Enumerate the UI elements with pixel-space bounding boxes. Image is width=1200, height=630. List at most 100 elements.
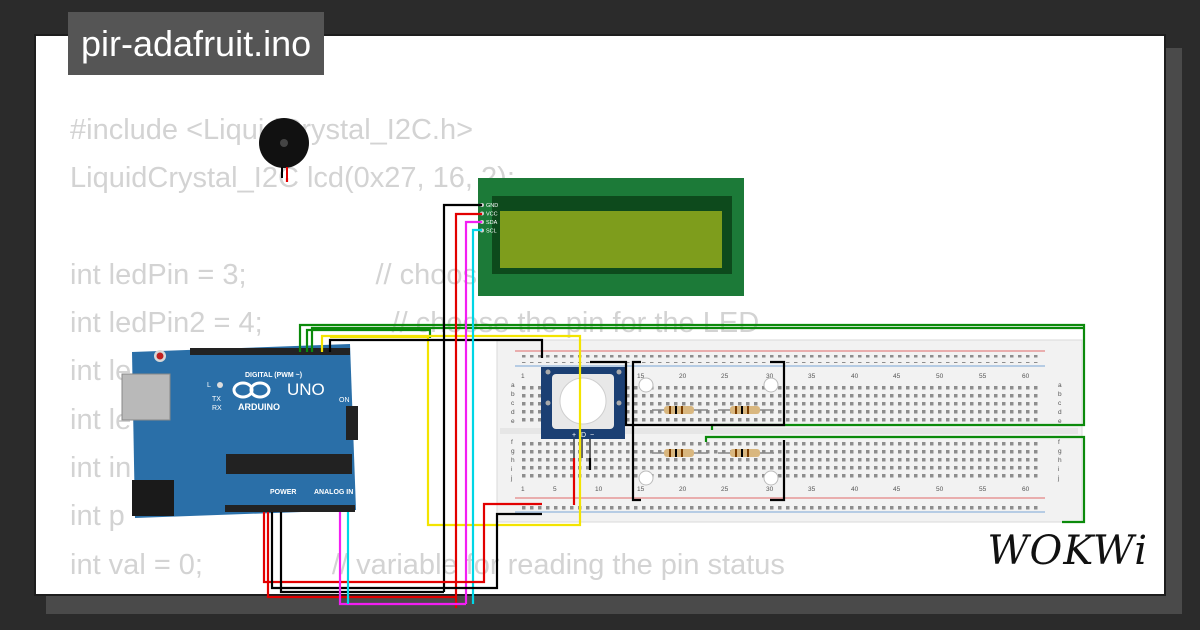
rail-holes-top — [520, 355, 1040, 363]
led[interactable] — [638, 470, 654, 486]
led-group[interactable] — [638, 377, 779, 486]
resistor[interactable] — [718, 449, 774, 457]
lcd-pin-label: SDA — [486, 220, 498, 226]
row-label: i — [511, 466, 512, 473]
column-number-top: 60 — [1022, 373, 1030, 380]
row-label: g — [1058, 448, 1062, 455]
column-number-bottom: 15 — [637, 486, 645, 493]
column-number-bottom: 45 — [893, 486, 901, 493]
row-label: b — [1058, 391, 1062, 398]
rail-holes-bottom — [520, 502, 1040, 510]
wire-a4-sda — [338, 512, 466, 606]
row-label: a — [511, 382, 515, 389]
usb-port — [121, 373, 171, 421]
wires — [262, 178, 1086, 608]
column-number-top: 15 — [637, 373, 645, 380]
column-number-top: 45 — [893, 373, 901, 380]
wire-gnd-lcd — [279, 512, 444, 594]
lcd-display[interactable]: GND VCC SDA SCL — [478, 178, 744, 296]
column-number-bottom: 50 — [936, 486, 944, 493]
column-number-bottom: 5 — [553, 486, 557, 493]
resistor-group[interactable] — [652, 406, 774, 457]
column-number-top: 20 — [679, 373, 687, 380]
column-number-bottom: 1 — [521, 486, 525, 493]
wire-gnd-rail — [270, 512, 542, 590]
terminal-holes-bottom — [520, 440, 1040, 480]
digital-header-label: DIGITAL (PWM ~) — [245, 372, 302, 379]
code-line: #include <LiquidCrystal_I2C.h> — [70, 114, 474, 146]
resistor[interactable] — [652, 449, 708, 457]
row-label: i — [1058, 466, 1059, 473]
resistor[interactable] — [652, 406, 708, 414]
wire-lcd-gnd — [442, 203, 482, 592]
pir-pin-out-label: D — [581, 432, 586, 439]
row-label: c — [1058, 400, 1062, 407]
pir-pin-vcc-label: + — [572, 432, 576, 439]
wire-lcd-sda — [464, 220, 482, 604]
wire-green-led-2 — [704, 435, 1086, 524]
icsp-header — [346, 406, 358, 440]
power-jack — [132, 480, 174, 516]
resistor[interactable] — [718, 406, 774, 414]
row-label: d — [1058, 409, 1062, 416]
row-label: f — [1058, 439, 1060, 446]
lcd-pin-label: VCC — [486, 212, 498, 218]
center-channel — [500, 428, 1078, 434]
led[interactable] — [763, 470, 779, 486]
pir-sensor[interactable]: + D − — [541, 367, 625, 458]
led-on-label: ON — [339, 397, 350, 404]
buzzer[interactable] — [259, 118, 309, 178]
column-number-bottom: 25 — [721, 486, 729, 493]
column-number-bottom: 20 — [679, 486, 687, 493]
wire-5v-rail — [262, 502, 542, 584]
lcd-pin-label: GND — [486, 203, 498, 209]
column-number-bottom: 30 — [766, 486, 774, 493]
column-number-top: 55 — [979, 373, 987, 380]
wire-black-led-gnd-top — [590, 360, 786, 427]
code-line: int val = 0; // variable for reading the… — [70, 548, 785, 581]
column-number-top: 1 — [521, 373, 525, 380]
row-label: j — [1057, 475, 1059, 482]
wire-5v-lcd — [266, 512, 456, 599]
row-label: h — [1058, 457, 1062, 464]
arduino-board — [132, 344, 356, 518]
analog-header-label: ANALOG IN — [314, 489, 353, 496]
column-number-top: 40 — [851, 373, 859, 380]
code-line: int p — [70, 500, 125, 533]
column-number-top: 25 — [721, 373, 729, 380]
led[interactable] — [763, 377, 779, 393]
row-label: f — [511, 439, 513, 446]
pir-dome — [559, 377, 607, 425]
lcd-pin-label: SCL — [486, 229, 497, 235]
arduino-infinity-logo — [232, 381, 271, 399]
row-label: a — [1058, 382, 1062, 389]
column-number-bottom: 55 — [979, 486, 987, 493]
row-label: c — [511, 400, 515, 407]
wire-black-rail — [631, 360, 641, 502]
led-l — [217, 382, 223, 388]
wire-black-gnd-top — [328, 338, 544, 358]
reset-button[interactable] — [156, 352, 164, 360]
wire-lcd-scl — [471, 228, 482, 604]
pir-screw-hole — [616, 400, 622, 406]
row-label: g — [511, 448, 515, 455]
wire-green-3 — [310, 326, 1084, 352]
column-number-top: 50 — [936, 373, 944, 380]
filename-tab[interactable]: pir-adafruit.ino — [68, 12, 325, 75]
wire-black-led-gnd-bottom — [770, 440, 786, 502]
led-rx-label: RX — [212, 405, 222, 412]
wire-green-2 — [305, 328, 432, 352]
power-analog-header — [225, 505, 355, 512]
arduino-uno[interactable]: L TX RX ON DIGITAL (PWM ~) POWER ANALOG … — [121, 344, 358, 518]
row-label: b — [511, 391, 515, 398]
column-number-bottom: 35 — [808, 486, 816, 493]
wire-lcd-vcc — [454, 212, 482, 608]
row-label: e — [511, 418, 515, 425]
pir-screw-hole — [545, 400, 551, 406]
row-label: d — [511, 409, 515, 416]
row-label: h — [511, 457, 515, 464]
led[interactable] — [638, 377, 654, 393]
buzzer-hole — [280, 139, 288, 147]
